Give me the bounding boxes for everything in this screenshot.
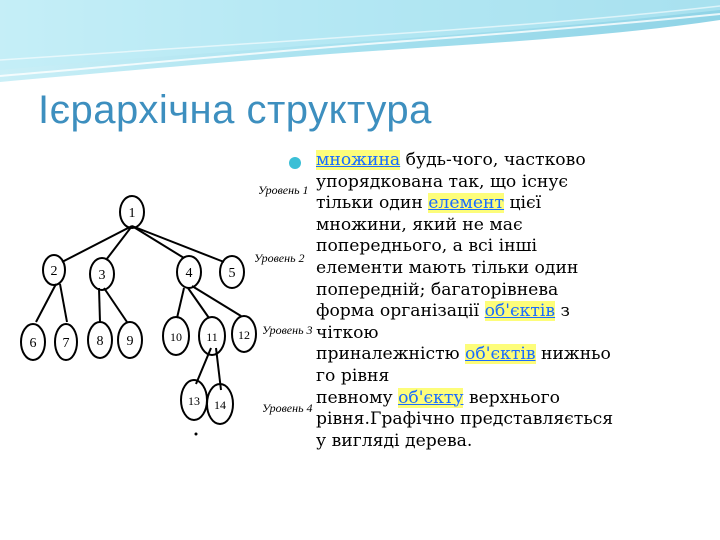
definition-line: тільки один елемент цієї (316, 193, 691, 215)
tree-node-label: 11 (206, 330, 218, 344)
definition-line: форма організації об'єктів з (316, 301, 691, 323)
definition-text-segment: рівня.Графічно представляється (316, 409, 614, 430)
definition-text-segment: приналежністю (316, 344, 466, 365)
definition-line: попереднього, а всі інші (316, 236, 691, 258)
highlighted-link[interactable]: об'єктів (484, 301, 556, 322)
definition-text-segment: елементи мають тільки один (316, 257, 579, 278)
highlighted-link[interactable]: об'єкту (398, 387, 464, 408)
tree-node-label: 14 (214, 398, 226, 412)
tree-node-label: 7 (63, 336, 70, 351)
header-wave-decoration (0, 0, 720, 82)
tree-level-label: Уровень 4 (262, 401, 313, 415)
highlighted-link[interactable]: елемент (428, 193, 505, 214)
definition-text-segment: цієї (504, 193, 542, 214)
definition-text-segment: верхнього (463, 387, 561, 408)
tree-node-label: 2 (51, 264, 58, 279)
definition-text-segment: попередній; багаторівнева (316, 279, 559, 300)
tree-level-label: Уровень 2 (254, 251, 305, 265)
slide-title: Ієрархічна структура (38, 88, 432, 132)
bullet-dot (289, 157, 301, 169)
tree-level-label: Уровень 3 (262, 323, 313, 337)
definition-text-segment: го рівня (316, 365, 390, 386)
tree-node-label: 12 (238, 328, 250, 342)
definition-text-segment: певному (316, 387, 399, 408)
definition-text-segment: з (555, 301, 570, 322)
definition-line: упорядкована так, що існує (316, 172, 691, 194)
definition-line: приналежністю об'єктів нижньо (316, 344, 691, 366)
definition-text-segment: упорядкована так, що існує (316, 171, 569, 192)
tree-node-label: 13 (188, 394, 200, 408)
definition-line: попередній; багаторівнева (316, 280, 691, 302)
definition-line: множина будь-чого, частково (316, 150, 691, 172)
definition-text-segment: попереднього, а всі інші (316, 236, 538, 257)
definition-text-segment: будь-чого, частково (400, 150, 586, 170)
definition-text-segment: форма організації (316, 301, 485, 322)
definition-line: елементи мають тільки один (316, 258, 691, 280)
hierarchy-tree-diagram: 1 2 3 4 5 6 7 8 9 10 11 12 13 14 Уровень… (20, 183, 313, 436)
tree-node-label: 6 (30, 336, 37, 351)
definition-line: чіткою (316, 323, 691, 345)
tree-node-label: 4 (186, 266, 193, 281)
definition-line: рівня.Графічно представляється (316, 409, 691, 431)
highlighted-link[interactable]: об'єктів (465, 344, 536, 365)
tree-node-label: 8 (97, 334, 104, 349)
tree-node-label: 1 (129, 206, 136, 221)
definition-line: у вигляді дерева. (316, 431, 691, 453)
definition-line: певному об'єкту верхнього (316, 387, 691, 410)
highlighted-link[interactable]: множина (316, 150, 401, 170)
tree-node-label: 5 (229, 266, 236, 281)
definition-text-segment: у вигляді дерева. (316, 430, 473, 451)
tree-level-label: Уровень 1 (258, 183, 309, 197)
tree-node-label: 10 (170, 330, 182, 344)
definition-text-segment: тільки один (316, 193, 429, 214)
definition-text-segment: нижньо (535, 344, 611, 365)
tree-node-label: 9 (127, 334, 134, 349)
tree-node-label: 3 (99, 268, 106, 283)
definition-line: го рівня (316, 366, 691, 388)
definition-line: множини, який не має (316, 215, 691, 237)
definition-text-segment: чіткою (316, 322, 379, 343)
definition-text-segment: множини, який не має (316, 214, 523, 235)
